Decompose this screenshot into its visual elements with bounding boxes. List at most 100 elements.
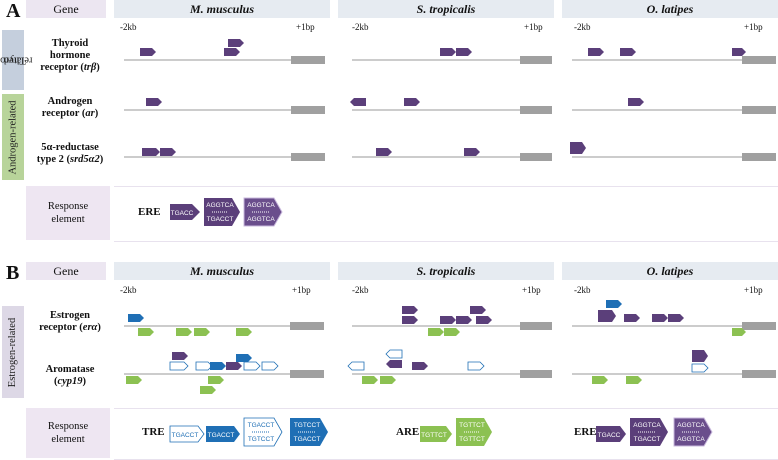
panel-a-range-start-2: -2kb [352, 22, 369, 32]
ere-full-bottom: TGACCT [634, 436, 661, 443]
ere-site [628, 98, 644, 106]
panel-b-species-2: S. tropicalis [338, 262, 554, 280]
ere-site [598, 310, 616, 322]
ere-site [146, 98, 162, 106]
ere-full2-top: AGGTCA [677, 422, 705, 429]
are-half-seq: TGTTCT [421, 432, 447, 439]
gene-box [520, 106, 552, 114]
panel-a-range-start-3: -2kb [574, 22, 591, 32]
tre-site [385, 349, 403, 359]
ere-site [440, 316, 456, 324]
panel-b-range-end-2: +1bp [522, 285, 541, 295]
tre-site [691, 363, 709, 373]
panel-b-range-end-1: +1bp [292, 285, 311, 295]
panel-b-tracks [124, 300, 776, 394]
ere-site [412, 362, 428, 370]
track-era-str [352, 306, 552, 336]
gene-box [742, 153, 776, 161]
tre-full-seq: TGACCT [208, 432, 235, 439]
panel-a-tracks [124, 39, 776, 161]
are-full-bottom: TGTTCT [459, 436, 485, 443]
ere-site [376, 148, 392, 156]
tre-dimer-bottom: TGTCCT [248, 436, 274, 443]
are-site [194, 328, 210, 336]
panel-b-species-1: M. musculus [114, 262, 330, 280]
panel-a-range-end-2: +1bp [524, 22, 543, 32]
are-site [444, 328, 460, 336]
panel-b-range-start-2: -2kb [352, 285, 369, 295]
track-era-mus [124, 314, 324, 336]
panel-a-species-2: S. tropicalis [338, 0, 554, 18]
track-trb-ola [572, 48, 776, 64]
ere-site [620, 48, 636, 56]
tre-site [226, 362, 242, 370]
tre-dimer2-bottom: TGACCT [294, 436, 321, 443]
gene-box [520, 322, 552, 330]
panel-b-range-start-1: -2kb [120, 285, 137, 295]
gene-label-cyp19: Aromatase (cyp19) [45, 364, 95, 387]
ere-site [652, 314, 668, 322]
panel-a-range-end-3: +1bp [744, 22, 763, 32]
tre-site [169, 361, 189, 371]
panel-b-gene-header: Gene [26, 262, 106, 280]
tre-site [347, 361, 365, 371]
are-site [200, 386, 216, 394]
gene-label-ar: Androgen receptor (ar) [41, 96, 99, 119]
track-trb-str [352, 48, 552, 64]
tre-dimer2-top: TGTCCT [294, 422, 320, 429]
track-cyp19-ola [572, 350, 776, 384]
ere-full-top: AGGTCA [633, 422, 661, 429]
gene-box [520, 56, 552, 64]
ere-site [142, 148, 160, 156]
panel-a-gene-header: Gene [26, 0, 106, 18]
ere-half-site [596, 426, 626, 442]
tre-dimer-top: TGACCT [248, 422, 275, 429]
panel-b-range-start-3: -2kb [574, 285, 591, 295]
tre-half-site [169, 425, 205, 443]
tre-site [606, 300, 622, 308]
ere-site [588, 48, 604, 56]
track-ar-mus [124, 98, 325, 114]
group-thyroid-related: Thyroid-related [0, 30, 33, 90]
panel-b-ere-motifs: TGACC AGGTCA TGACCT AGGTCA AGGTCA [596, 417, 713, 447]
are-site [380, 376, 396, 384]
ere-full-top: AGGTCA [206, 202, 234, 209]
panel-a-ere-motifs: TGACC AGGTCA TGACCT AGGTCA AGGTCA [170, 197, 283, 227]
track-era-ola [572, 300, 776, 336]
ere-site [470, 306, 486, 314]
are-site [126, 376, 142, 384]
tre-full-site [206, 426, 240, 442]
are-full-top: TGTTCT [459, 422, 485, 429]
gene-box [520, 153, 552, 161]
gene-box [742, 370, 776, 378]
are-site [592, 376, 608, 384]
gene-box [742, 56, 776, 64]
panel-b-tre-type: TRE [142, 426, 165, 438]
panel-b-ere-type: ERE [574, 426, 597, 438]
ere-site [402, 316, 418, 324]
ere-site [350, 98, 366, 106]
group-androgen-related: Androgen-related [2, 94, 24, 180]
track-srd5a2-str [352, 148, 552, 161]
tre-half-seq: TGACCT [172, 432, 199, 439]
ere-site [140, 48, 156, 56]
track-srd5a2-ola [570, 142, 776, 161]
tre-site [243, 361, 261, 371]
tre-site [467, 361, 485, 371]
are-site [236, 328, 252, 336]
track-srd5a2-mus [124, 148, 325, 161]
ere-site [386, 360, 402, 368]
ere-half-site [170, 204, 200, 220]
gene-label-srd5a2: 5α-reductase type 2 (srd5α2) [36, 142, 104, 165]
gene-box [742, 322, 776, 330]
gene-box [290, 322, 324, 330]
panel-a-range-end-1: +1bp [296, 22, 315, 32]
gene-box [520, 370, 552, 378]
are-site [362, 376, 378, 384]
panel-a-species-1: M. musculus [114, 0, 330, 18]
group-estrogen-related: Estrogen-related [2, 306, 24, 398]
track-cyp19-mus [124, 352, 324, 394]
ere-half-site-seq: TGACC [171, 210, 194, 217]
tre-site [195, 361, 213, 371]
